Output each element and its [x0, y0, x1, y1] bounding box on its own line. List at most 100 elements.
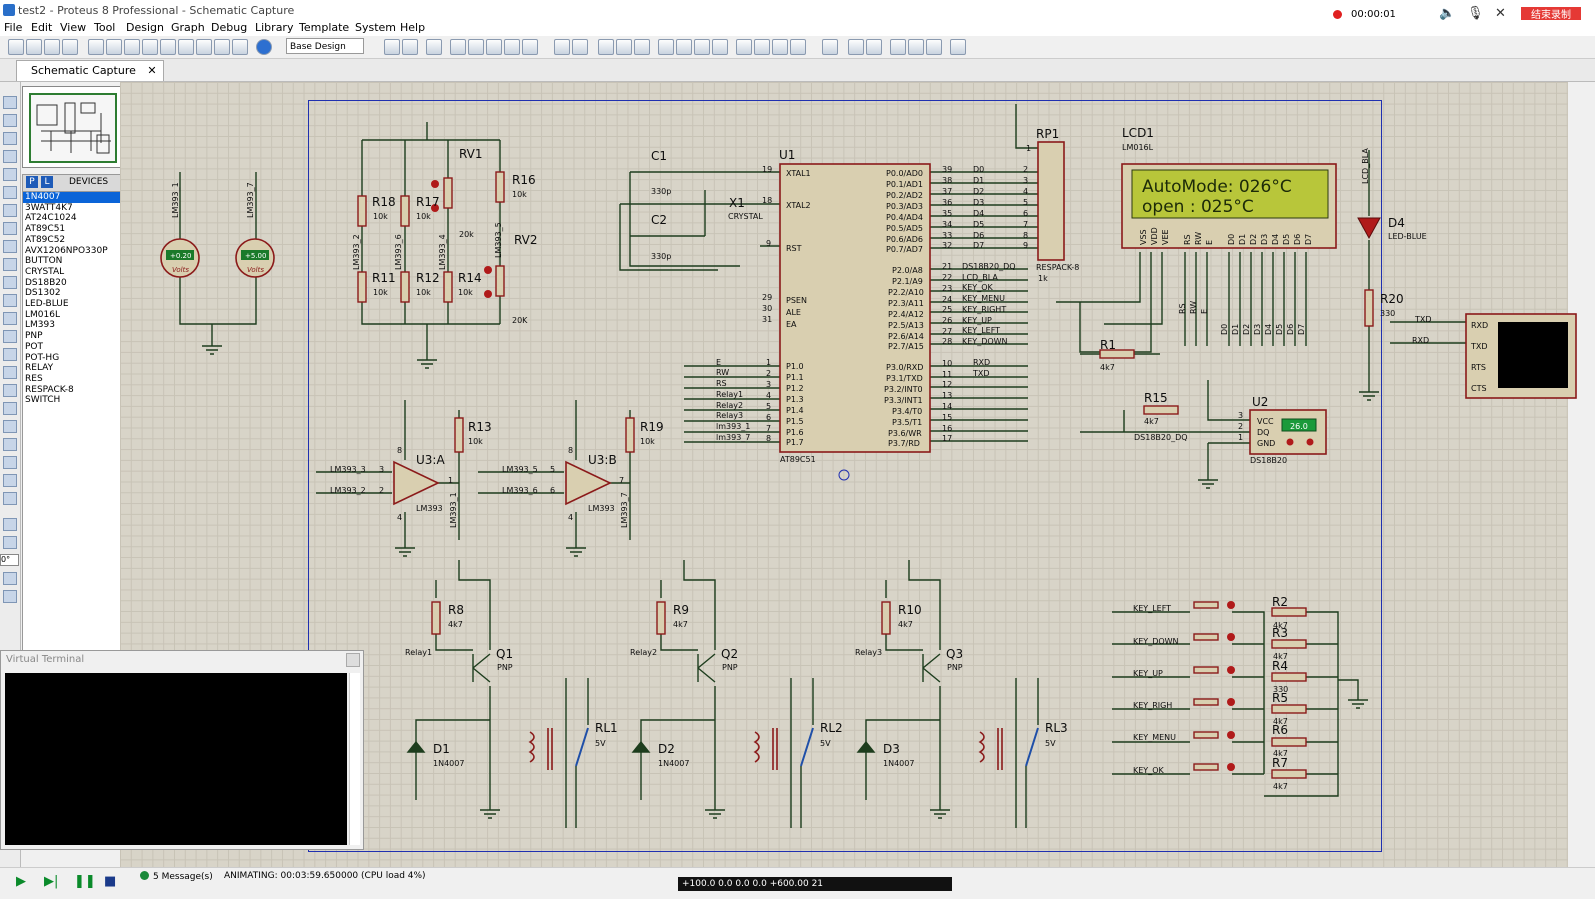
package-tool-icon[interactable] — [772, 39, 788, 55]
component-mode-icon[interactable] — [3, 114, 17, 127]
tape-recorder-icon[interactable] — [3, 276, 17, 289]
selection-mode-icon[interactable] — [3, 96, 17, 109]
line-icon[interactable] — [3, 366, 17, 379]
help-icon[interactable] — [256, 39, 272, 55]
pin-icon[interactable] — [3, 240, 17, 253]
subcircuit-icon[interactable] — [3, 204, 17, 217]
remove-sheet-icon[interactable] — [908, 39, 924, 55]
zoom-all-icon[interactable] — [504, 39, 520, 55]
devices-list[interactable]: 1N4007 3WATT4K7 AT24C1024 AT89C51 AT89C5… — [22, 191, 122, 653]
bus-icon[interactable] — [3, 186, 17, 199]
library-icon[interactable] — [214, 39, 230, 55]
cut-icon[interactable] — [598, 39, 614, 55]
new-file-icon[interactable] — [8, 39, 24, 55]
pause-icon[interactable]: ❚❚ — [74, 874, 96, 889]
undo-icon[interactable] — [554, 39, 570, 55]
terminals-icon[interactable] — [3, 222, 17, 235]
rotate-ccw-icon[interactable] — [3, 536, 17, 549]
3d-icon[interactable] — [160, 39, 176, 55]
save-all-icon[interactable] — [62, 39, 78, 55]
redo-icon[interactable] — [572, 39, 588, 55]
device-item[interactable]: POT — [25, 341, 44, 352]
overview-window[interactable] — [22, 86, 122, 168]
virtual-terminal-scrollbar[interactable] — [349, 673, 360, 845]
speaker-icon[interactable]: 🔈 — [1439, 6, 1456, 21]
device-item[interactable]: AT24C1024 — [25, 213, 77, 224]
device-item[interactable]: RES — [25, 373, 43, 384]
menu-view[interactable]: View — [60, 21, 87, 34]
copy-icon[interactable] — [616, 39, 632, 55]
search-icon[interactable] — [848, 39, 864, 55]
pcb-icon[interactable] — [124, 39, 140, 55]
source-icon[interactable] — [196, 39, 212, 55]
path-icon[interactable] — [3, 438, 17, 451]
box-icon[interactable] — [3, 384, 17, 397]
generator-icon[interactable] — [3, 294, 17, 307]
device-item[interactable]: AVX1206NPO330P — [25, 245, 108, 256]
save-icon[interactable] — [44, 39, 60, 55]
device-item[interactable]: AT89C52 — [25, 234, 66, 245]
wire-label-icon[interactable] — [3, 150, 17, 163]
block-copy-icon[interactable] — [658, 39, 674, 55]
tab-schematic-capture[interactable]: Schematic Capture ✕ — [16, 60, 164, 81]
menu-edit[interactable]: Edit — [31, 21, 53, 34]
device-item[interactable]: DS18B20 — [25, 277, 67, 288]
arc-icon[interactable] — [3, 420, 17, 433]
device-item[interactable]: POT-HG — [25, 352, 60, 363]
text-script-icon[interactable] — [3, 168, 17, 181]
block-delete-icon[interactable] — [712, 39, 728, 55]
tab-close-icon[interactable]: ✕ — [147, 64, 157, 77]
virtual-terminal-screen[interactable] — [5, 673, 347, 845]
exit-to-parent-icon[interactable] — [926, 39, 942, 55]
menu-graph[interactable]: Graph — [171, 21, 205, 34]
overview-thumbnail[interactable] — [29, 93, 117, 163]
device-item[interactable]: RELAY — [25, 363, 54, 374]
device-item[interactable]: 3WATT4K7 — [25, 202, 73, 213]
menu-debug[interactable]: Debug — [211, 21, 248, 34]
canvas-scrollbar[interactable] — [1568, 82, 1595, 867]
pick-devices-button[interactable]: P — [26, 176, 38, 188]
block-rotate-icon[interactable] — [694, 39, 710, 55]
junction-dot-icon[interactable] — [3, 132, 17, 145]
new-sheet-icon[interactable] — [890, 39, 906, 55]
gerber-icon[interactable] — [142, 39, 158, 55]
netlist-icon[interactable] — [950, 39, 966, 55]
circle-icon[interactable] — [3, 402, 17, 415]
device-item[interactable]: SWITCH — [25, 395, 61, 406]
menu-library[interactable]: Library — [255, 21, 294, 34]
design-select[interactable]: Base Design — [286, 38, 364, 54]
device-item[interactable]: PNP — [25, 331, 43, 342]
mirror-y-icon[interactable] — [3, 590, 17, 603]
marker-icon[interactable] — [3, 492, 17, 505]
make-device-icon[interactable] — [754, 39, 770, 55]
bom-icon[interactable] — [178, 39, 194, 55]
decompose-icon[interactable] — [790, 39, 806, 55]
zoom-area-icon[interactable] — [522, 39, 538, 55]
pan-icon[interactable] — [450, 39, 466, 55]
device-item[interactable]: LM393 — [25, 320, 55, 331]
device-item[interactable]: AT89C51 — [25, 224, 66, 235]
text-icon[interactable] — [3, 456, 17, 469]
device-item[interactable]: LM016L — [25, 309, 60, 320]
virtual-instruments-icon[interactable] — [3, 348, 17, 361]
device-item[interactable]: CRYSTAL — [25, 266, 65, 277]
menu-file[interactable]: File — [4, 21, 23, 34]
device-item[interactable]: RESPACK-8 — [25, 384, 74, 395]
pick-device-icon[interactable] — [736, 39, 752, 55]
device-item[interactable]: DS1302 — [25, 288, 61, 299]
schematic-icon[interactable] — [106, 39, 122, 55]
virtual-terminal-close-button[interactable] — [346, 653, 360, 667]
property-tool-icon[interactable] — [866, 39, 882, 55]
stop-icon[interactable]: ■ — [104, 874, 117, 889]
menu-tool[interactable]: Tool — [94, 21, 116, 34]
menu-help[interactable]: Help — [400, 21, 426, 34]
origin-icon[interactable] — [426, 39, 442, 55]
device-item[interactable]: LED-BLUE — [25, 299, 69, 310]
symbol-icon[interactable] — [3, 474, 17, 487]
zoom-out-icon[interactable] — [486, 39, 502, 55]
wire-autorouter-icon[interactable] — [822, 39, 838, 55]
notes-icon[interactable] — [232, 39, 248, 55]
current-probe-icon[interactable] — [3, 330, 17, 343]
menu-template[interactable]: Template — [299, 21, 350, 34]
voltage-probe-icon[interactable] — [3, 312, 17, 325]
